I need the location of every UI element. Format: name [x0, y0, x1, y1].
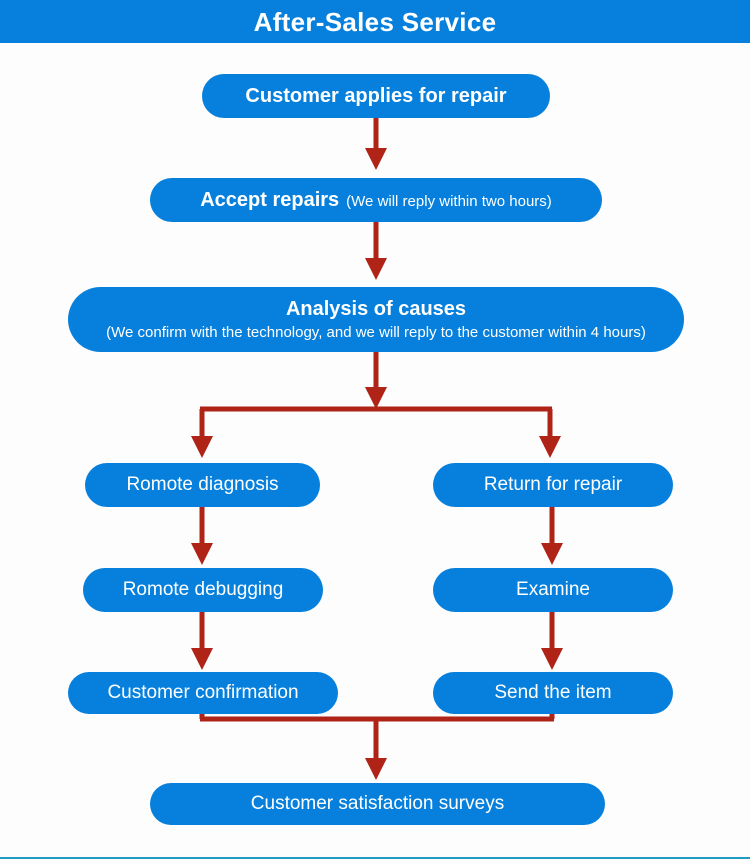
node-label: Customer confirmation — [107, 682, 299, 704]
merge-connector — [199, 712, 555, 780]
node-customer-satisfaction-surveys[interactable]: Customer satisfaction surveys — [150, 783, 605, 825]
node-note: (We confirm with the technology, and we … — [106, 323, 646, 341]
node-label: Customer satisfaction surveys — [250, 793, 505, 815]
arrow-right-2 — [541, 612, 563, 670]
node-examine[interactable]: Examine — [433, 568, 673, 612]
header-bar: After-Sales Service — [0, 0, 750, 43]
arrow-step3-to-split — [365, 352, 387, 409]
arrow-right-1 — [541, 507, 563, 565]
node-label: Send the item — [494, 682, 612, 704]
node-note: (We will reply within two hours) — [346, 192, 552, 210]
arrow-left-2 — [191, 612, 213, 670]
node-label: Accept repairs — [200, 188, 340, 211]
node-romote-diagnosis[interactable]: Romote diagnosis — [85, 463, 320, 507]
arrow-left-1 — [191, 507, 213, 565]
node-label: Return for repair — [483, 474, 623, 496]
arrow-step1-to-step2 — [365, 118, 387, 170]
node-label-row: Accept repairs (We will reply within two… — [164, 189, 588, 212]
arrow-step2-to-step3 — [365, 222, 387, 280]
bottom-divider — [0, 857, 750, 859]
node-romote-debugging[interactable]: Romote debugging — [83, 568, 323, 612]
node-analysis-of-causes[interactable]: Analysis of causes (We confirm with the … — [68, 287, 684, 352]
page-title: After-Sales Service — [253, 6, 497, 37]
node-send-the-item[interactable]: Send the item — [433, 672, 673, 714]
node-customer-confirmation[interactable]: Customer confirmation — [68, 672, 338, 714]
node-label: Customer applies for repair — [245, 84, 507, 107]
node-label: Examine — [516, 579, 590, 601]
node-label: Romote diagnosis — [126, 474, 279, 496]
node-label: Romote debugging — [122, 579, 284, 601]
node-accept-repairs[interactable]: Accept repairs (We will reply within two… — [150, 178, 602, 222]
node-return-for-repair[interactable]: Return for repair — [433, 463, 673, 507]
node-label: Analysis of causes — [285, 297, 467, 320]
node-customer-applies-for-repair[interactable]: Customer applies for repair — [202, 74, 550, 118]
split-connector — [191, 406, 561, 458]
